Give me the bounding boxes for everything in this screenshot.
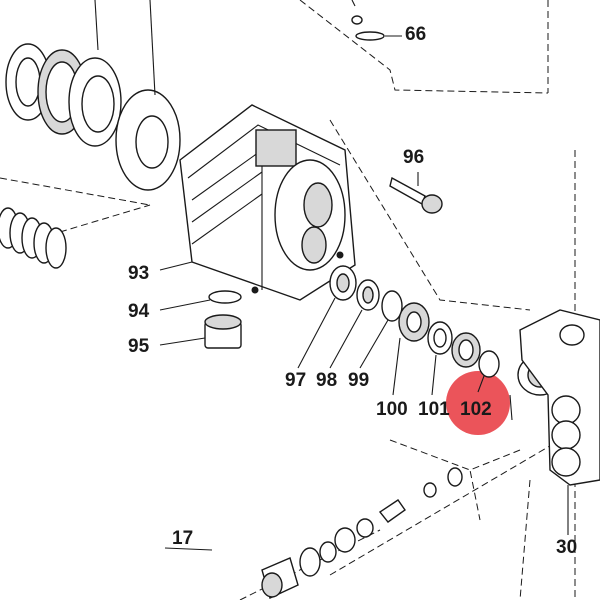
small-parts-66 — [351, 0, 402, 41]
cylinder-head — [509, 309, 600, 535]
bearing-assembly — [5, 0, 181, 191]
label-30: 30 — [556, 537, 577, 558]
oring-99 — [359, 290, 403, 369]
plug-95 — [159, 314, 242, 349]
seal-98 — [329, 279, 380, 369]
seal-100 — [392, 302, 430, 396]
valve-parts — [164, 467, 463, 599]
label-98: 98 — [316, 370, 337, 391]
seal-97 — [297, 265, 357, 369]
bolt-96 — [389, 172, 443, 214]
label-99: 99 — [348, 370, 369, 391]
label-97: 97 — [285, 370, 306, 391]
ring-101 — [427, 321, 453, 396]
highlight-marker — [446, 371, 510, 435]
label-96: 96 — [403, 147, 424, 168]
seal-102 — [451, 332, 500, 393]
label-66: 66 — [405, 24, 426, 45]
oring-94 — [159, 290, 242, 311]
label-93: 93 — [128, 263, 149, 284]
crankcase — [159, 104, 356, 301]
label-94: 94 — [128, 301, 150, 322]
label-17: 17 — [172, 528, 193, 549]
label-102: 102 — [460, 399, 492, 420]
label-100: 100 — [376, 399, 408, 420]
label-95: 95 — [128, 336, 150, 357]
spring — [0, 207, 67, 269]
label-101: 101 — [418, 399, 450, 420]
